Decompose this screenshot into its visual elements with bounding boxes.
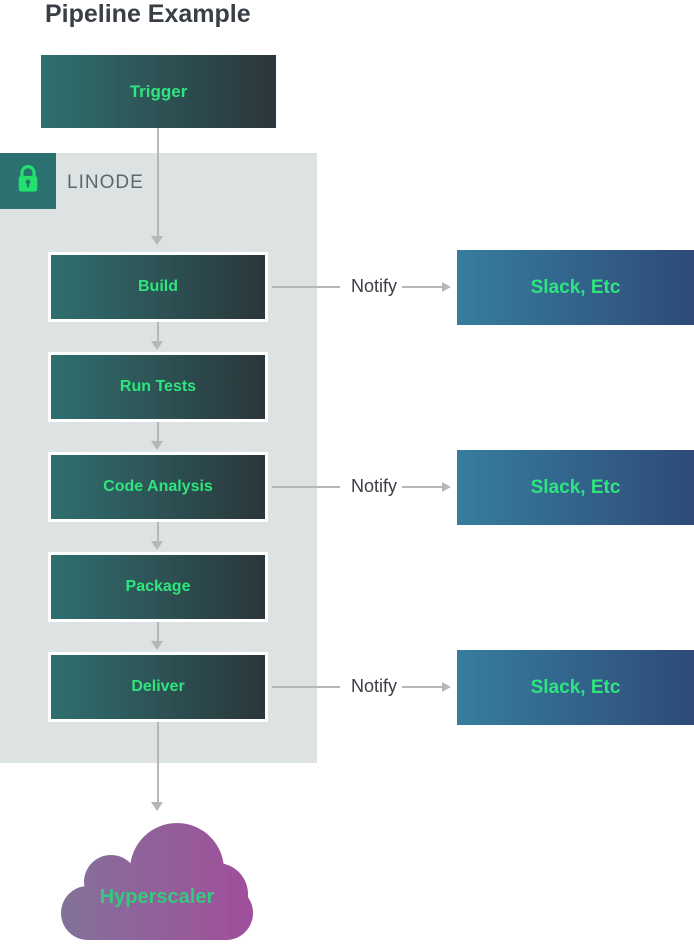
notify-arrow-codeanalysis — [402, 486, 442, 488]
linode-label: LINODE — [67, 172, 144, 193]
step-node-run-tests: Run Tests — [48, 352, 268, 422]
arrow-build-to-runtests — [157, 322, 159, 341]
arrowhead-package-to-deliver — [151, 641, 163, 650]
trigger-node: Trigger — [41, 55, 276, 128]
arrowhead-deliver-to-hyperscaler — [151, 802, 163, 811]
lock-icon — [13, 162, 43, 201]
slack-node-1: Slack, Etc — [457, 250, 694, 325]
arrowhead-trigger-to-build — [151, 236, 163, 245]
slack-node-2: Slack, Etc — [457, 450, 694, 525]
step-node-deliver: Deliver — [48, 652, 268, 722]
step-label: Run Tests — [119, 378, 197, 395]
lock-badge — [0, 153, 56, 209]
arrow-runtests-to-codeanalysis — [157, 422, 159, 441]
notify-label: Notify — [350, 676, 397, 696]
slack-label: Slack, Etc — [530, 276, 621, 298]
notify-label: Notify — [350, 276, 397, 296]
arrow-package-to-deliver — [157, 622, 159, 641]
notify-arrowhead-build — [442, 282, 451, 292]
step-label: Deliver — [131, 678, 185, 695]
step-label: Package — [125, 578, 191, 595]
step-node-package: Package — [48, 552, 268, 622]
arrow-trigger-to-build — [157, 128, 159, 236]
arrowhead-build-to-runtests — [151, 341, 163, 350]
step-label: Build — [138, 278, 178, 295]
arrowhead-codeanalysis-to-package — [151, 541, 163, 550]
slack-label: Slack, Etc — [530, 476, 621, 498]
slack-node-3: Slack, Etc — [457, 650, 694, 725]
notify-arrowhead-deliver — [442, 682, 451, 692]
notify-line-deliver — [272, 686, 340, 688]
slack-label: Slack, Etc — [530, 676, 621, 698]
notify-line-codeanalysis — [272, 486, 340, 488]
trigger-label: Trigger — [129, 81, 188, 101]
arrow-deliver-to-hyperscaler — [157, 722, 159, 802]
hyperscaler-cloud — [59, 820, 255, 944]
cloud-icon — [59, 823, 255, 944]
step-node-code-analysis: Code Analysis — [48, 452, 268, 522]
step-label: Code Analysis — [103, 478, 213, 495]
notify-arrow-deliver — [402, 686, 442, 688]
step-node-build: Build — [48, 252, 268, 322]
arrowhead-runtests-to-codeanalysis — [151, 441, 163, 450]
arrow-codeanalysis-to-package — [157, 522, 159, 541]
hyperscaler-label: Hyperscaler — [99, 886, 215, 908]
notify-arrow-build — [402, 286, 442, 288]
notify-arrowhead-codeanalysis — [442, 482, 451, 492]
notify-label: Notify — [350, 476, 397, 496]
notify-line-build — [272, 286, 340, 288]
page-title: Pipeline Example — [45, 0, 251, 28]
